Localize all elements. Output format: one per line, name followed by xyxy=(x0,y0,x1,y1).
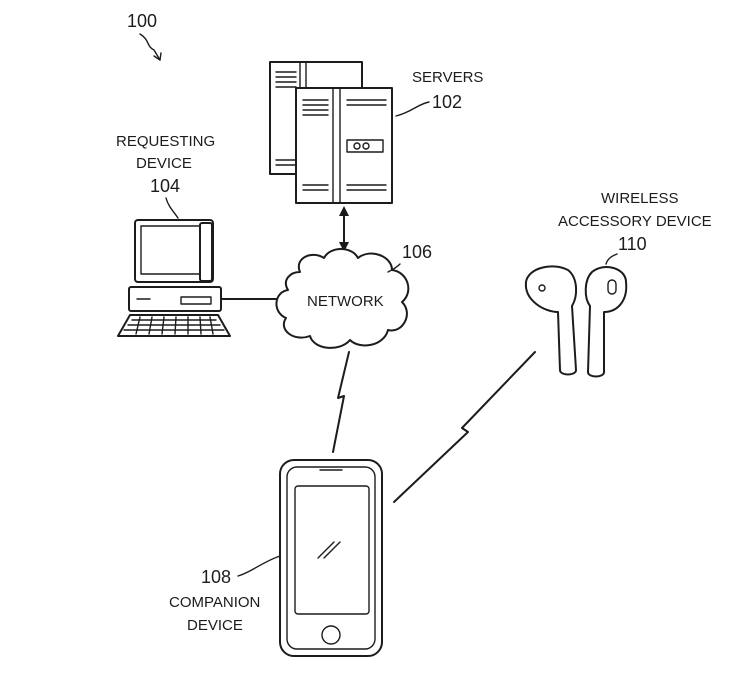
network-name: NETWORK xyxy=(307,293,384,310)
network-leader xyxy=(387,263,401,273)
servers-leader xyxy=(395,101,430,117)
requesting-device-ref: 104 xyxy=(150,176,180,196)
requesting-device-leader xyxy=(165,197,179,219)
figure-leader xyxy=(139,33,161,61)
requesting-device: REQUESTING DEVICE 104 xyxy=(116,133,231,337)
wireless-accessory-device: WIRELESS ACCESSORY DEVICE 110 xyxy=(524,190,712,378)
requesting-device-name-line1: REQUESTING xyxy=(116,133,215,150)
figure-ref: 100 xyxy=(127,11,157,31)
companion-device-name-line2: DEVICE xyxy=(187,617,243,634)
companion-device-ref: 108 xyxy=(201,567,231,587)
lightning-bolt-icon xyxy=(332,351,350,453)
right-earbud-icon xyxy=(584,266,628,378)
network-ref: 106 xyxy=(402,242,432,262)
wireless-accessory-leader xyxy=(605,253,618,265)
smartphone-icon xyxy=(279,459,383,657)
lightning-bolt-icon xyxy=(393,351,536,503)
servers: SERVERS 102 xyxy=(269,61,483,204)
server-led-icon xyxy=(362,142,370,150)
server-rack-front xyxy=(295,87,393,204)
wireless-accessory-name-line2: ACCESSORY DEVICE xyxy=(558,213,712,230)
network-cloud-icon xyxy=(275,248,410,349)
figure-arrowhead xyxy=(153,52,162,61)
home-button-icon xyxy=(321,625,341,645)
requesting-device-name-line2: DEVICE xyxy=(136,155,192,172)
left-earbud-icon xyxy=(524,265,578,376)
servers-ref: 102 xyxy=(432,92,462,112)
wireless-accessory-name-line1: WIRELESS xyxy=(601,190,679,207)
server-panel xyxy=(346,139,384,153)
network: NETWORK 106 xyxy=(275,242,432,349)
servers-name: SERVERS xyxy=(412,69,483,86)
earbuds-icon xyxy=(524,265,628,378)
arrowhead-down-icon xyxy=(339,242,349,252)
companion-device-name-line1: COMPANION xyxy=(169,594,260,611)
phone-accessory-wireless-link xyxy=(393,351,536,503)
companion-device: 108 COMPANION DEVICE xyxy=(169,459,383,657)
arrowhead-up-icon xyxy=(339,206,349,216)
server-led-icon xyxy=(353,142,361,150)
server-network-link xyxy=(339,206,349,252)
companion-device-leader xyxy=(237,555,281,577)
computer-icon xyxy=(117,219,231,337)
figure-label: 100 xyxy=(127,11,162,61)
network-phone-wireless-link xyxy=(332,351,350,453)
wireless-accessory-ref: 110 xyxy=(618,234,647,254)
